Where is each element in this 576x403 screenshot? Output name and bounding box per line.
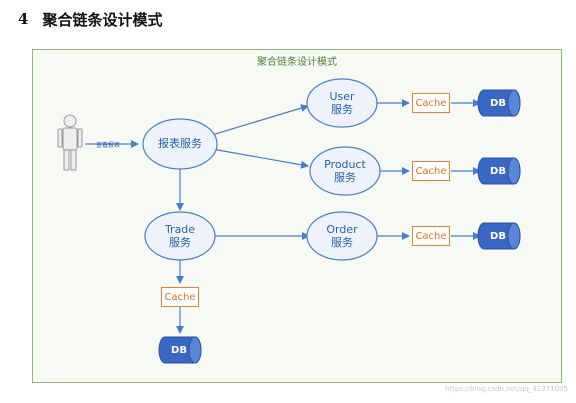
trade-service-node [144, 211, 216, 261]
arrow-report-product [211, 148, 309, 169]
trade-service-label: Trade 服务 [145, 223, 215, 249]
user-service-sub: 服务 [331, 103, 353, 116]
order-service-name: Order [326, 223, 358, 236]
product-cache-box: Cache [412, 161, 450, 181]
trade-service-name: Trade [164, 223, 196, 236]
report-service-node [142, 118, 218, 170]
user-db-cylinder [477, 89, 521, 117]
order-service-sub: 服务 [331, 236, 353, 249]
trade-cache-box: Cache [161, 287, 199, 307]
user-db-label: DB [490, 97, 506, 109]
diagram-title: 聚合链条设计模式 [257, 57, 337, 68]
order-service-node [306, 211, 378, 261]
watermark-text: https://blog.csdn.net/qq_42371005 [445, 385, 568, 393]
product-db-cylinder [477, 157, 521, 185]
section-heading: 4 聚合链条设计模式 [18, 7, 162, 31]
order-db-label: DB [490, 230, 506, 242]
user-cache-box: Cache [412, 93, 450, 113]
order-service-label: Order 服务 [307, 223, 377, 249]
actor-action-label: 查看报表 [96, 142, 121, 149]
report-service-label: 报表服务 [158, 137, 202, 150]
section-number: 4 [18, 10, 29, 28]
trade-db-cylinder [158, 336, 202, 364]
user-service-name: User [329, 90, 355, 103]
product-service-node [309, 146, 381, 196]
product-db-label: DB [490, 165, 506, 177]
user-service-node [306, 78, 378, 128]
trade-service-sub: 服务 [169, 236, 191, 249]
user-actor-icon [57, 114, 83, 171]
trade-db-label: DB [171, 344, 187, 356]
order-cache-box: Cache [412, 226, 450, 246]
user-service-label: User 服务 [307, 90, 377, 116]
product-service-sub: 服务 [334, 171, 356, 184]
product-service-label: Product 服务 [310, 158, 380, 184]
section-title: 聚合链条设计模式 [42, 10, 163, 29]
order-db-cylinder [477, 222, 521, 250]
arrow-report-user [211, 104, 309, 136]
product-service-name: Product [324, 158, 366, 171]
